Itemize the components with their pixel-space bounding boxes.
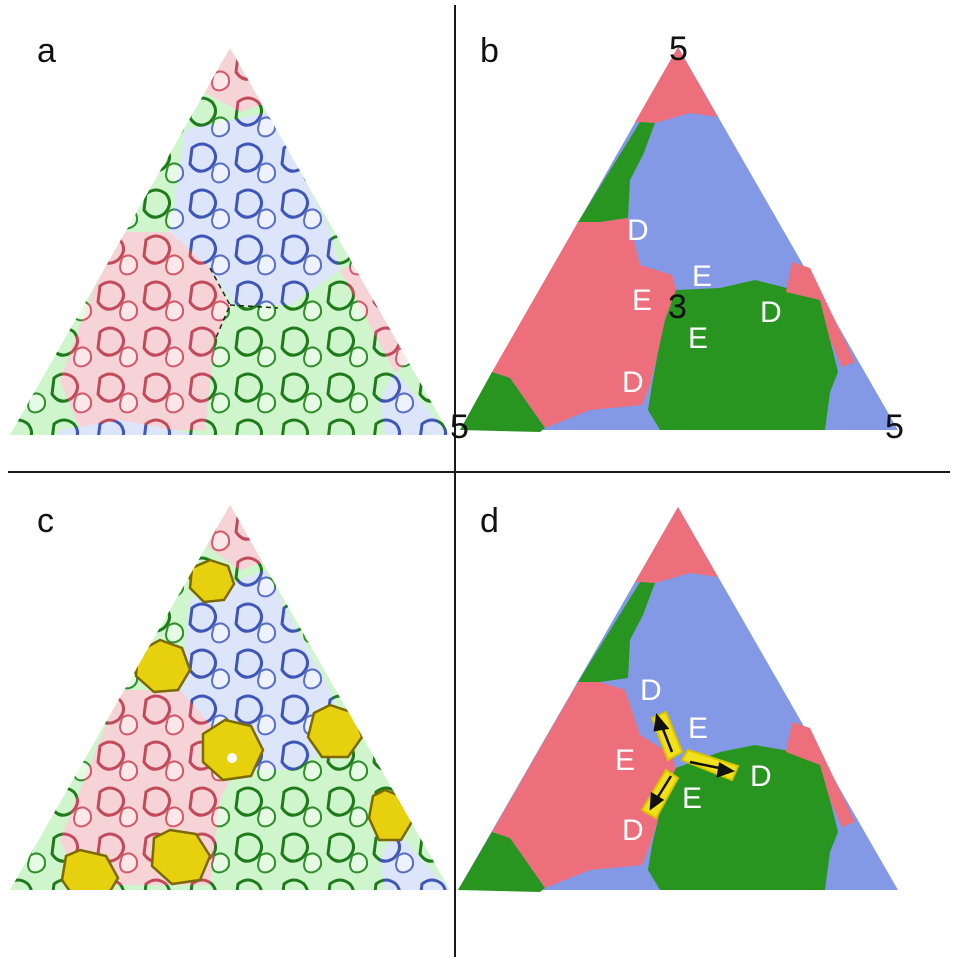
panel-a-blue-region <box>170 112 340 305</box>
panel-d-label-E-bottom: E <box>682 782 702 815</box>
panel-b-label-E-left: E <box>632 284 652 317</box>
panel-a-red-right <box>340 262 410 372</box>
panel-b-vertex-bottom-right: 5 <box>885 408 904 446</box>
panel-b-label-D-right: D <box>760 296 782 329</box>
panel-b-green-corner <box>460 372 545 432</box>
panel-c-red-top <box>205 505 270 570</box>
yellow-pentamer <box>306 703 364 759</box>
panel-d-label-D-top: D <box>640 674 662 707</box>
arrow-down-head <box>649 791 665 811</box>
panel-d-label-E-top: E <box>688 712 708 745</box>
panel-a-blue-left <box>60 420 200 435</box>
yellow-pentamer <box>60 848 120 890</box>
panel-d-arrows <box>649 713 735 811</box>
panel-c-pentamer-hole <box>227 753 237 763</box>
panel-d <box>458 507 898 892</box>
panel-c-blue-right <box>380 830 450 890</box>
panel-c-blue-region <box>180 570 345 770</box>
panel-a-red-region <box>60 232 230 430</box>
panel-c-yellow-pentamers <box>60 558 415 890</box>
panel-a-dashed-outline <box>209 267 279 341</box>
panel-a-blue-right <box>380 372 450 435</box>
arrow-right-head <box>716 762 735 778</box>
panel-b-green-left <box>578 122 655 222</box>
panel-d-label-D-bottom: D <box>622 814 644 847</box>
panel-b-label-D-bottom: D <box>622 366 644 399</box>
panel-b-label-D-top: D <box>627 214 649 247</box>
yellow-pentamer <box>201 718 265 782</box>
yellow-pentamer <box>367 788 415 842</box>
panel-c-label: c <box>37 502 54 540</box>
panel-d-red-center <box>492 682 676 888</box>
panel-d-label-D-right: D <box>750 760 772 793</box>
panel-d-green-corner <box>458 832 545 892</box>
panel-a <box>10 48 450 435</box>
panel-b-red-top <box>635 47 718 123</box>
panel-c <box>10 505 450 890</box>
panel-b-vertex-bottom-left: 5 <box>450 408 469 446</box>
arrow-down <box>654 775 673 801</box>
panel-d-red-right <box>786 722 855 827</box>
yellow-pentamer <box>188 558 236 604</box>
panel-b-red-center <box>492 218 676 428</box>
panel-a-label: a <box>37 32 56 70</box>
panel-b-label-E-bottom: E <box>688 322 708 355</box>
panel-b <box>460 47 898 432</box>
yellow-pentamer <box>134 638 192 694</box>
panel-b-label-E-top: E <box>692 260 712 293</box>
panel-d-green-left <box>578 582 655 682</box>
arrow-up-head <box>653 713 670 732</box>
panel-b-vertex-top: 5 <box>669 30 688 68</box>
panel-d-label: d <box>480 502 499 540</box>
panel-d-label-E-left: E <box>615 744 635 777</box>
panel-b-label: b <box>480 32 499 70</box>
panel-b-red-right <box>786 262 855 367</box>
panel-b-green-center <box>648 280 838 430</box>
panel-d-green-center <box>648 745 838 890</box>
panel-d-red-top <box>635 507 718 583</box>
panel-b-vertex-center: 3 <box>668 288 687 326</box>
yellow-pentamer <box>150 828 212 886</box>
